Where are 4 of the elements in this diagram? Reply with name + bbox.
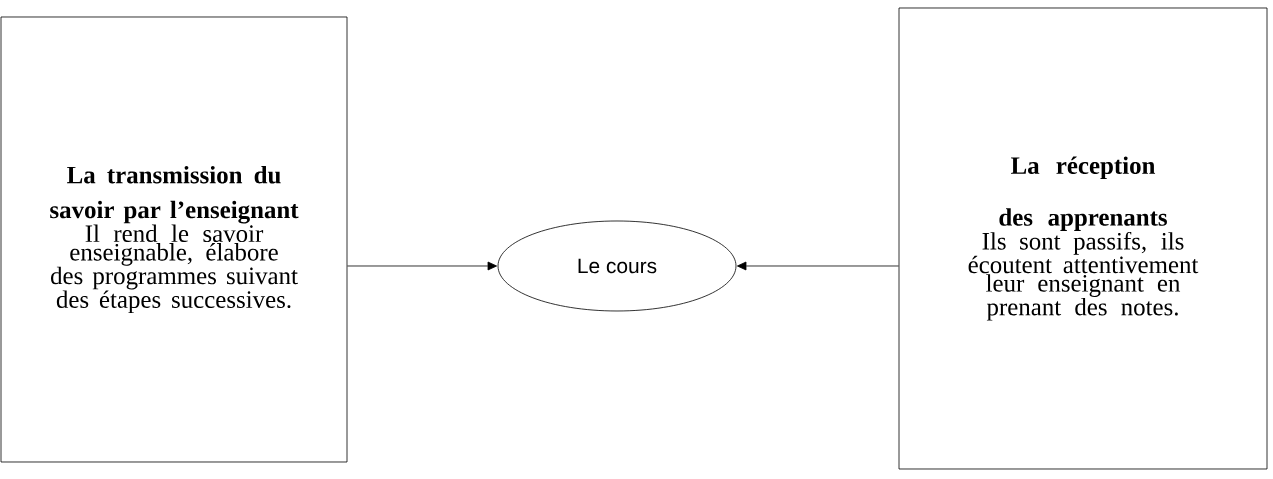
arrow: [347, 261, 498, 271]
arrow: [736, 261, 899, 271]
text-box: La réception des apprenants Ils sont passifs, ils écoutent attentivement leur enseignant en prenant des notes.: [898, 7, 1268, 470]
text-box: La transmission du savoir par l’enseignant Il rend le savoir enseignable, élabore des programmes suivant des étapes successives.: [0, 16, 348, 463]
